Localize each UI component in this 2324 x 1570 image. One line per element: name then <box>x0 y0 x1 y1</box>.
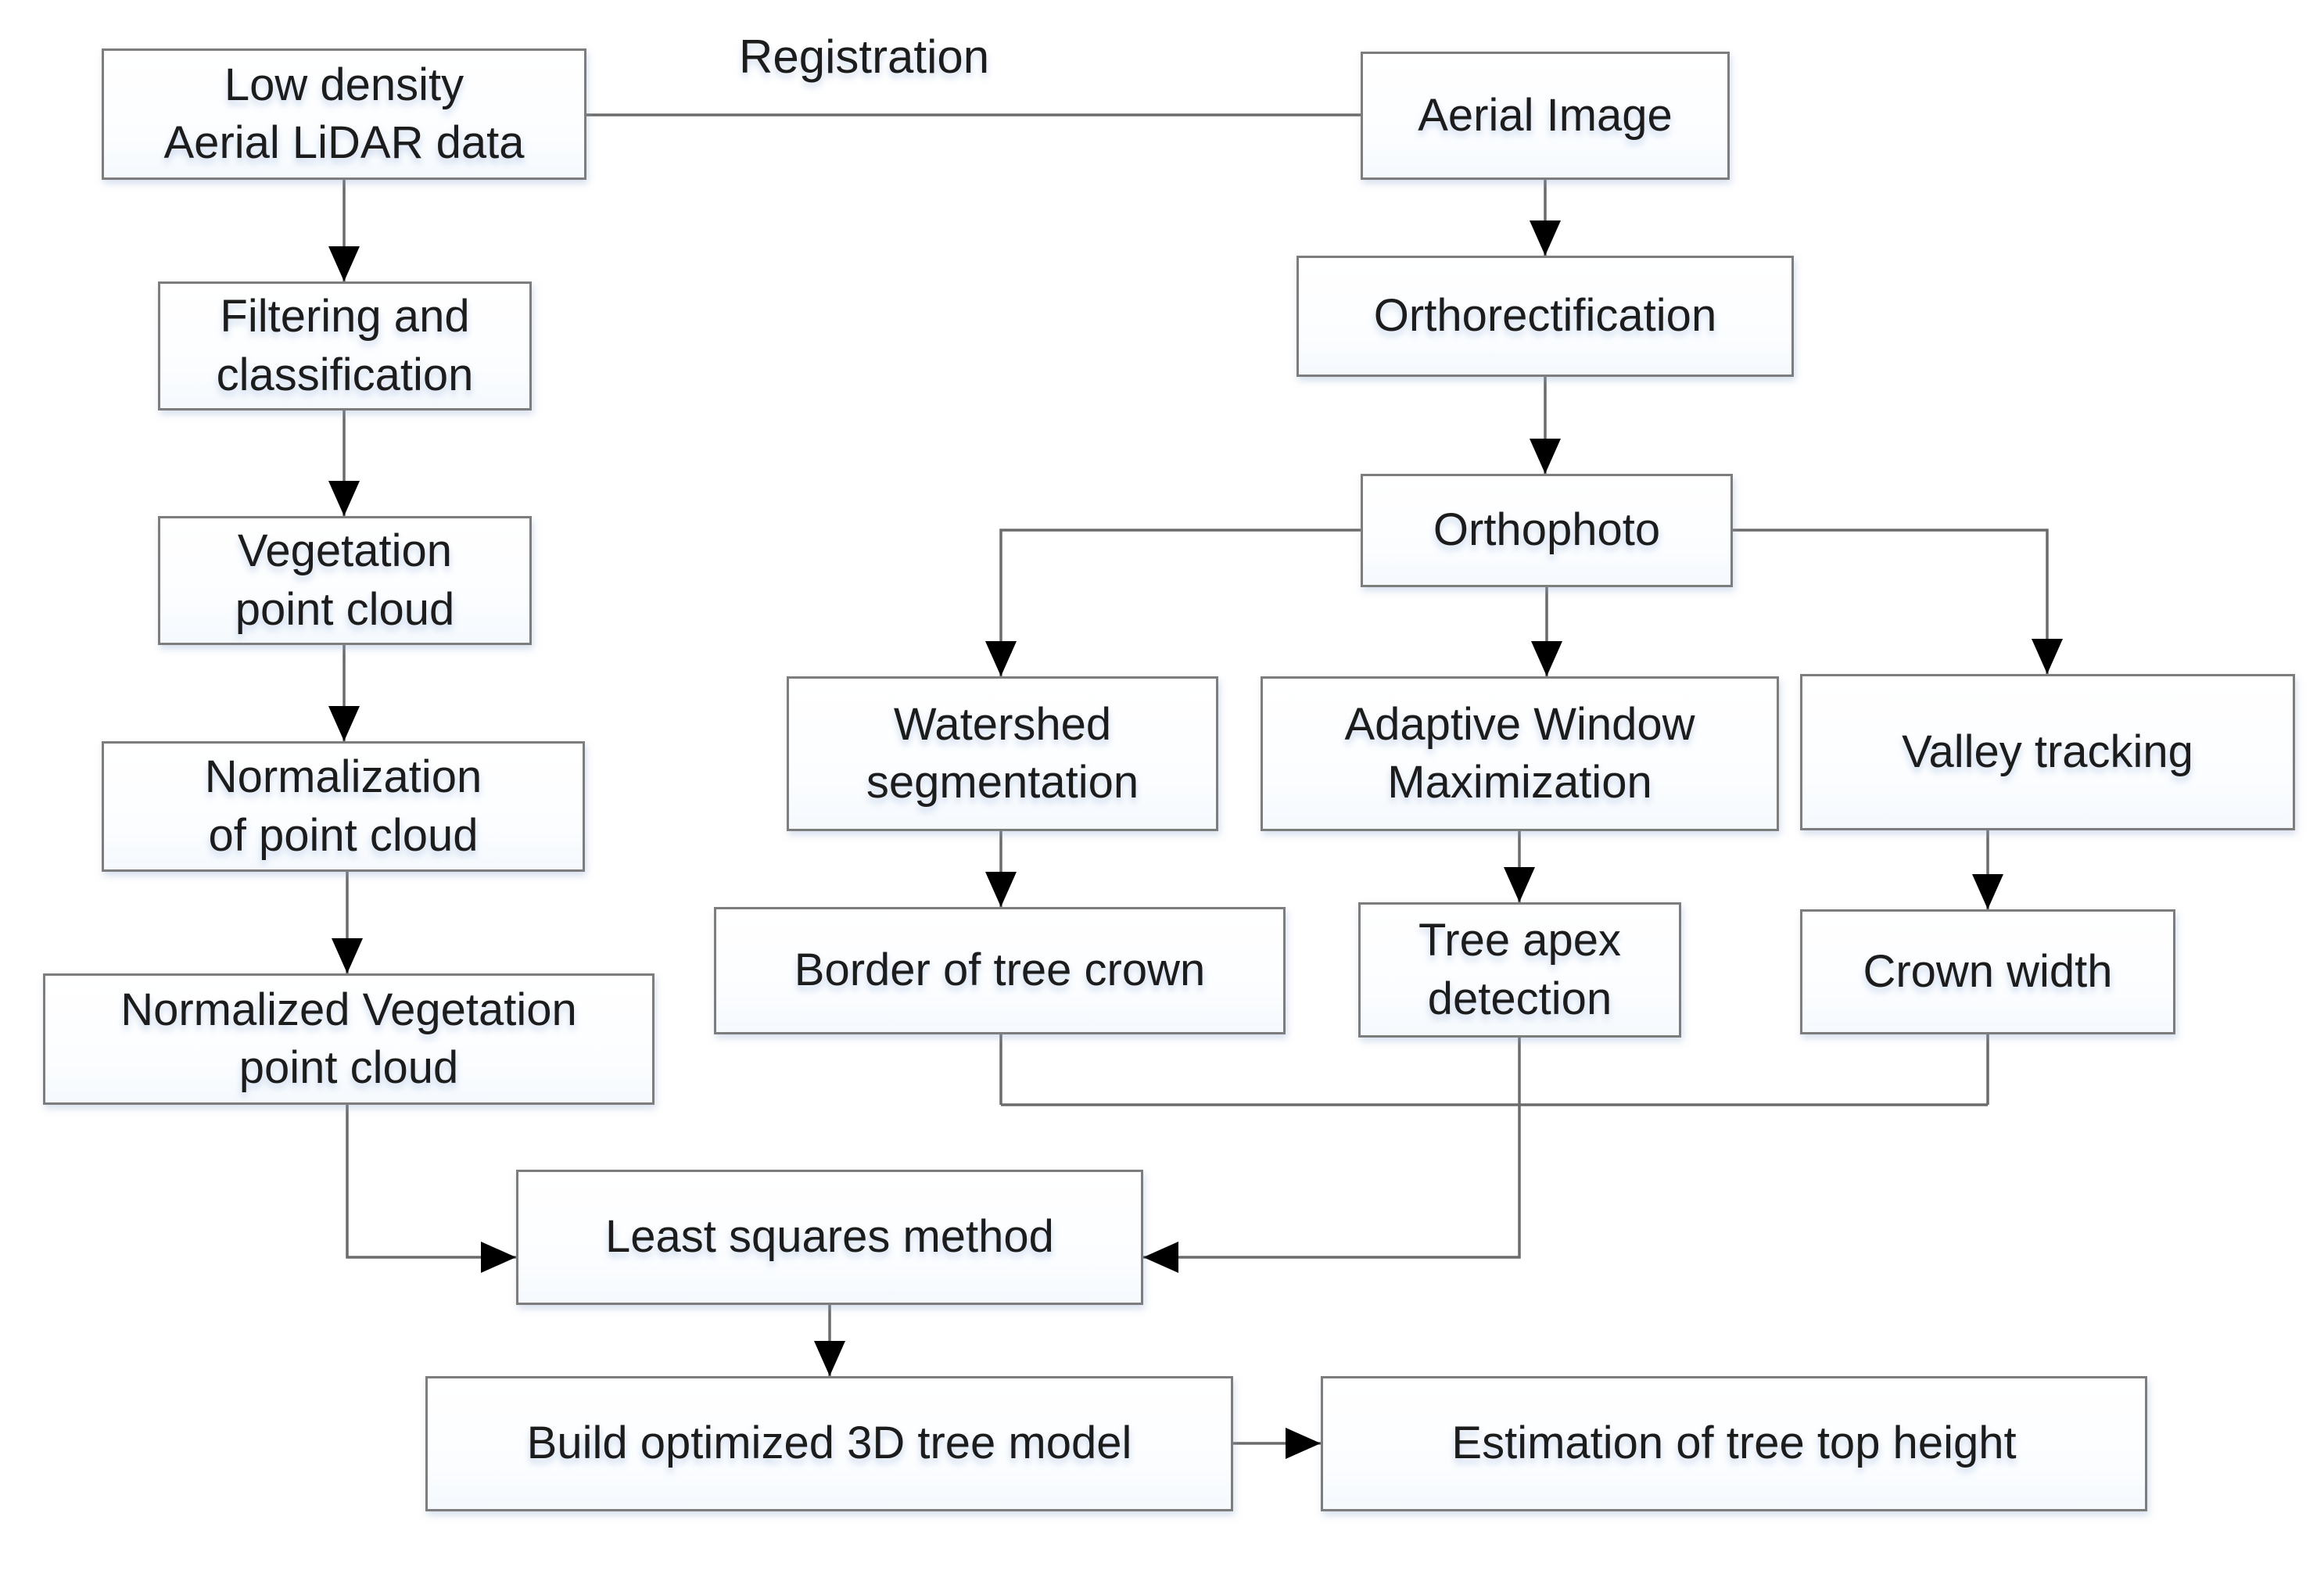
node-build-model-line1: Build optimized 3D tree model <box>526 1418 1132 1469</box>
node-low-density-lidar-line2: Aerial LiDAR data <box>163 117 525 168</box>
node-vegetation-point-cloud-line1: Vegetation <box>237 525 453 577</box>
node-vegetation-point-cloud-line2: point cloud <box>235 583 455 635</box>
node-adaptive-window-line1: Adaptive Window <box>1344 698 1695 750</box>
node-filtering-classification-line2: classification <box>216 349 474 400</box>
edge-bus-least-squares <box>1143 1105 1521 1273</box>
node-least-squares-method: Least squares method <box>516 1170 1143 1305</box>
node-estimation-line1: Estimation of tree top height <box>1451 1418 2017 1469</box>
node-watershed-segmentation: Watershed segmentation <box>787 676 1218 831</box>
node-orthophoto: Orthophoto <box>1361 474 1733 587</box>
node-aerial-image: Aerial Image <box>1361 52 1730 180</box>
node-filtering-classification: Filtering and classification <box>158 281 532 410</box>
node-orthophoto-line1: Orthophoto <box>1433 504 1661 556</box>
node-adaptive-window-line2: Maximization <box>1387 757 1652 808</box>
node-border-of-tree-crown: Border of tree crown <box>714 907 1286 1034</box>
node-normalized-vegetation-line1: Normalized Vegetation <box>120 984 577 1035</box>
node-estimation-tree-top-height: Estimation of tree top height <box>1321 1376 2147 1511</box>
node-tree-apex-detection-line1: Tree apex <box>1418 915 1621 966</box>
node-normalization-point-cloud: Normalization of point cloud <box>102 741 585 872</box>
node-low-density-lidar: Low density Aerial LiDAR data <box>102 48 586 180</box>
node-border-of-tree-crown-line1: Border of tree crown <box>794 945 1206 996</box>
node-low-density-lidar-line1: Low density <box>224 59 464 110</box>
node-valley-tracking-line1: Valley tracking <box>1902 726 2193 777</box>
node-build-optimized-3d-tree-model: Build optimized 3D tree model <box>425 1376 1233 1511</box>
node-normalized-vegetation-line2: point cloud <box>238 1042 459 1093</box>
node-crown-width-line1: Crown width <box>1863 945 2113 997</box>
node-vegetation-point-cloud: Vegetation point cloud <box>158 516 532 645</box>
node-normalization-point-cloud-line2: of point cloud <box>208 809 479 861</box>
node-watershed-segmentation-line1: Watershed <box>893 698 1112 750</box>
node-valley-tracking: Valley tracking <box>1800 674 2295 830</box>
edge-orthophoto-watershed <box>985 529 1361 676</box>
node-normalization-point-cloud-line1: Normalization <box>204 751 482 803</box>
registration-edge-label: Registration <box>739 30 990 83</box>
node-filtering-classification-line1: Filtering and <box>220 291 470 342</box>
node-normalized-vegetation-point-cloud: Normalized Vegetation point cloud <box>43 973 655 1105</box>
node-least-squares-method-line1: Least squares method <box>605 1211 1054 1263</box>
node-orthorectification-line1: Orthorectification <box>1373 290 1717 342</box>
edge-normalized-least-squares <box>346 1105 516 1273</box>
node-adaptive-window-maximization: Adaptive Window Maximization <box>1261 676 1779 831</box>
edge-orthophoto-valley <box>1733 529 2063 674</box>
node-aerial-image-line1: Aerial Image <box>1418 89 1673 141</box>
node-orthorectification: Orthorectification <box>1296 256 1794 377</box>
node-crown-width: Crown width <box>1800 909 2175 1034</box>
node-watershed-segmentation-line2: segmentation <box>866 757 1139 808</box>
node-tree-apex-detection-line2: detection <box>1427 973 1612 1024</box>
node-tree-apex-detection: Tree apex detection <box>1358 902 1681 1038</box>
